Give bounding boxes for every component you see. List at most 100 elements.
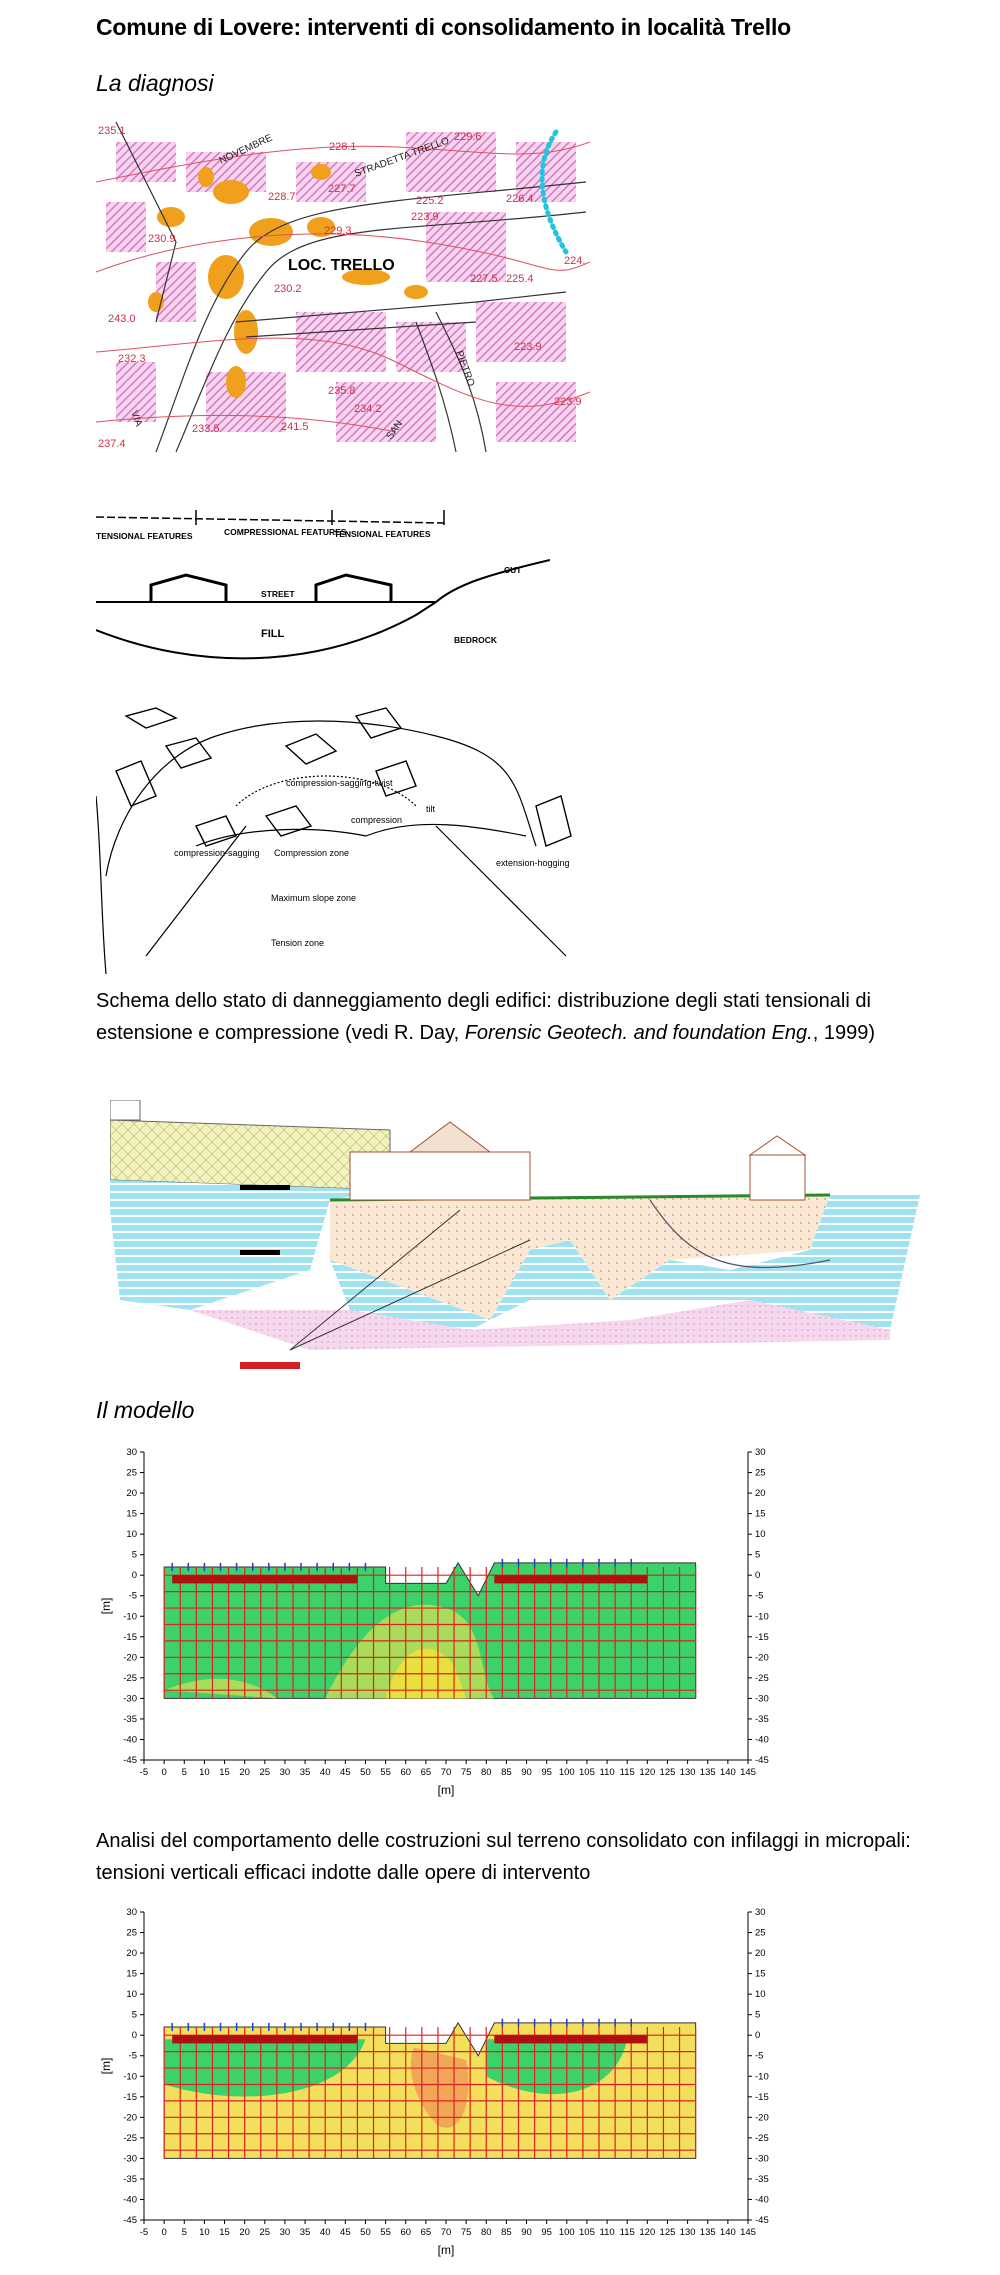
geological-cross-section <box>110 1100 920 1369</box>
y-tick-label-right: 30 <box>755 1907 766 1918</box>
mesh-band-left <box>172 2035 358 2044</box>
y-tick-label: 30 <box>126 1907 137 1918</box>
x-tick-label: 30 <box>280 2227 291 2238</box>
x-tick-label: 80 <box>481 1767 492 1778</box>
x-tick-label: 30 <box>280 1767 291 1778</box>
svg-text:234.2: 234.2 <box>354 403 382 415</box>
x-tick-label: 135 <box>700 1767 716 1778</box>
y-tick-label: -15 <box>123 1632 137 1643</box>
x-tick-label: 20 <box>239 1767 250 1778</box>
y-tick-label: -20 <box>123 2112 137 2123</box>
x-tick-label: 5 <box>182 2227 187 2238</box>
x-tick-label: 55 <box>380 1767 391 1778</box>
x-tick-label: 10 <box>199 1767 210 1778</box>
y-tick-label: 15 <box>126 1509 137 1520</box>
y-tick-label: -5 <box>129 1591 137 1602</box>
label-compressional: COMPRESSIONAL FEATURES <box>224 527 347 537</box>
x-tick-label: 50 <box>360 2227 371 2238</box>
svg-text:241.5: 241.5 <box>281 421 309 433</box>
y-axis-label: [m] <box>99 2058 113 2075</box>
svg-text:tilt: tilt <box>426 804 435 814</box>
y-tick-label-right: -15 <box>755 2092 769 2103</box>
x-tick-label: 105 <box>579 1767 595 1778</box>
x-tick-label: 60 <box>400 2227 411 2238</box>
y-tick-label-right: -25 <box>755 2133 769 2144</box>
x-tick-label: 75 <box>461 1767 472 1778</box>
x-tick-label: 10 <box>199 2227 210 2238</box>
x-tick-label: 0 <box>161 1767 166 1778</box>
svg-text:compression-sagging: compression-sagging <box>174 848 260 858</box>
parcel-hatch <box>106 132 576 442</box>
fem-mesh <box>163 1566 697 1699</box>
y-tick-label: -10 <box>123 1611 137 1622</box>
x-tick-label: 130 <box>680 2227 696 2238</box>
svg-text:223.9: 223.9 <box>514 341 542 353</box>
y-tick-label-right: -45 <box>755 2215 769 2226</box>
y-tick-label-right: 0 <box>755 2030 760 2041</box>
x-tick-label: 70 <box>441 2227 452 2238</box>
label-cut: CUT <box>504 565 522 575</box>
x-tick-label: 15 <box>219 2227 230 2238</box>
mesh-band-left <box>172 1575 358 1584</box>
x-tick-label: 85 <box>501 2227 512 2238</box>
y-tick-label-right: -35 <box>755 2174 769 2185</box>
x-tick-label: 70 <box>441 1767 452 1778</box>
x-tick-label: 110 <box>599 2227 614 2238</box>
svg-text:225.4: 225.4 <box>506 273 534 285</box>
mesh-band-right <box>494 1575 648 1584</box>
x-tick-label: 145 <box>740 1767 756 1778</box>
cadastral-map: LOC. TRELLO 235.1 228.1 229.6 229.3 226.… <box>96 122 590 454</box>
mesh-band-right <box>494 2035 648 2044</box>
x-tick-label: -5 <box>140 2227 148 2238</box>
x-tick-label: 20 <box>239 2227 250 2238</box>
x-tick-label: 40 <box>320 1767 331 1778</box>
x-tick-label: 105 <box>579 2227 595 2238</box>
y-tick-label: 30 <box>126 1447 137 1458</box>
x-tick-label: 90 <box>521 2227 532 2238</box>
x-tick-label: 45 <box>340 2227 351 2238</box>
y-tick-label-right: 10 <box>755 1529 766 1540</box>
svg-text:235.8: 235.8 <box>328 385 356 397</box>
x-tick-label: 145 <box>740 2227 756 2238</box>
x-tick-label: 140 <box>720 2227 736 2238</box>
x-axis-label: [m] <box>438 1783 455 1797</box>
svg-text:227.7: 227.7 <box>328 183 356 195</box>
y-tick-label-right: 0 <box>755 1570 760 1581</box>
svg-text:235.1: 235.1 <box>98 125 126 137</box>
y-tick-label: -40 <box>123 1734 137 1745</box>
y-tick-label: 5 <box>132 1550 137 1561</box>
x-tick-label: 110 <box>599 1767 614 1778</box>
y-tick-label: -25 <box>123 1673 137 1684</box>
y-tick-label: -35 <box>123 2174 137 2185</box>
svg-text:224.: 224. <box>564 255 585 267</box>
y-tick-label: 0 <box>132 2030 137 2041</box>
y-tick-label-right: -20 <box>755 2112 769 2123</box>
y-tick-label-right: -10 <box>755 1611 769 1622</box>
x-tick-label: 115 <box>620 1767 635 1778</box>
x-tick-label: 80 <box>481 2227 492 2238</box>
y-tick-label-right: 15 <box>755 1509 766 1520</box>
x-tick-label: 50 <box>360 1767 371 1778</box>
y-tick-label: 15 <box>126 1969 137 1980</box>
section-heading-diagnosi: La diagnosi <box>96 70 214 96</box>
x-tick-label: 125 <box>660 1767 676 1778</box>
y-tick-label-right: -10 <box>755 2071 769 2082</box>
y-tick-label-right: 5 <box>755 2010 760 2021</box>
y-tick-label: -45 <box>123 2215 137 2226</box>
building-damage-diagram: compression-sagging-twist tilt compressi… <box>96 696 641 974</box>
y-tick-label-right: 5 <box>755 1550 760 1561</box>
y-tick-label-right: -25 <box>755 1673 769 1684</box>
y-axis-label: [m] <box>99 1598 113 1615</box>
x-tick-label: 140 <box>720 1767 736 1778</box>
svg-text:228.1: 228.1 <box>329 141 357 153</box>
y-tick-label: -5 <box>129 2051 137 2062</box>
x-axis-label: [m] <box>438 2243 455 2257</box>
landslide-zones <box>148 164 428 398</box>
y-tick-label: -30 <box>123 2153 137 2164</box>
y-tick-label-right: 20 <box>755 1948 766 1959</box>
svg-text:compression-sagging-twist: compression-sagging-twist <box>286 778 393 788</box>
x-tick-label: 120 <box>639 2227 655 2238</box>
y-tick-label: -45 <box>123 1755 137 1766</box>
